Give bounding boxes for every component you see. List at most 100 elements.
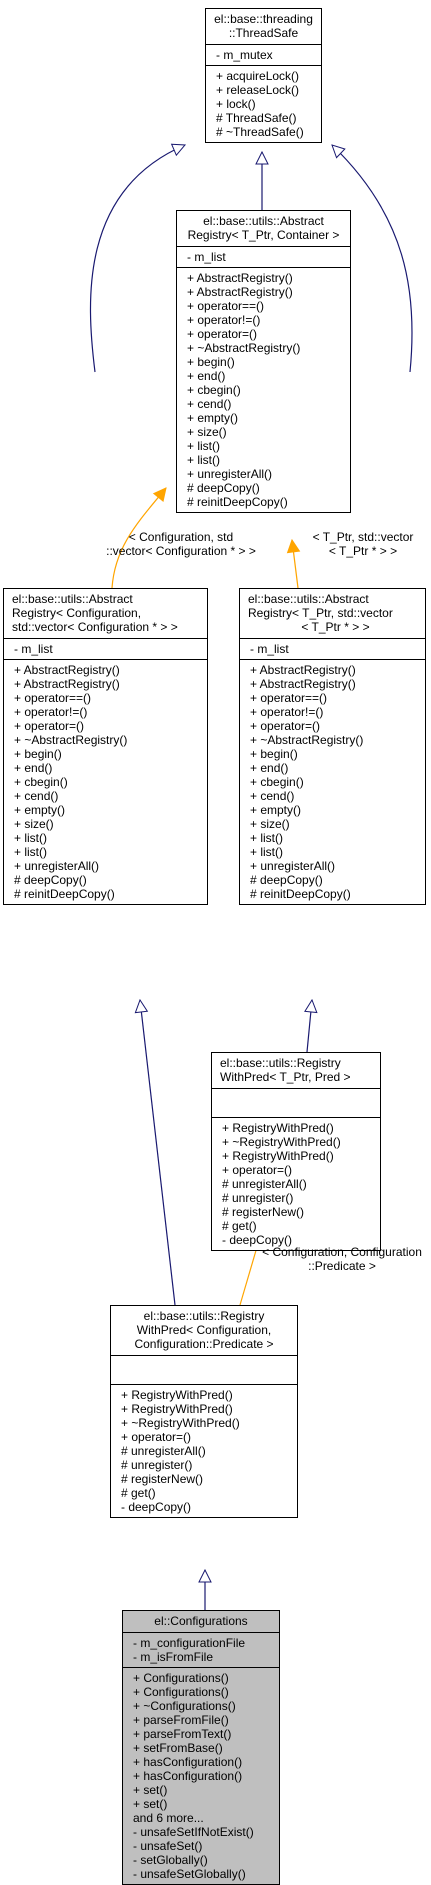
class-title: el::base::utils::Abstract Registry< T_Pt… <box>240 589 425 639</box>
class-attributes: - m_configurationFile - m_isFromFile <box>123 1633 279 1668</box>
method: + AbstractRegistry() <box>14 677 120 691</box>
attribute: - m_mutex <box>216 48 273 62</box>
attribute: - m_configurationFile <box>133 1636 246 1650</box>
class-title: el::base::utils::Registry WithPred< T_Pt… <box>212 1053 380 1089</box>
method: + AbstractRegistry() <box>187 271 293 285</box>
title-line: el::base::utils::Abstract <box>203 214 324 228</box>
method: + AbstractRegistry() <box>250 663 356 677</box>
method: + list() <box>250 831 283 845</box>
method: + set() <box>133 1797 168 1811</box>
method: + begin() <box>14 747 62 761</box>
method: + operator=() <box>250 719 321 733</box>
method: - deepCopy() <box>121 1500 192 1514</box>
template-label-config-vector: < Configuration, std ::vector< Configura… <box>96 530 266 558</box>
class-registry-with-pred-generic[interactable]: el::base::utils::Registry WithPred< T_Pt… <box>211 1052 381 1251</box>
class-attributes-empty <box>212 1089 380 1118</box>
method: # registerNew() <box>121 1472 204 1486</box>
class-title: el::base::threading ::ThreadSafe <box>206 9 321 45</box>
class-registry-with-pred-config[interactable]: el::base::utils::Registry WithPred< Conf… <box>110 1305 298 1518</box>
method: + list() <box>14 831 47 845</box>
title-line: el::base::utils::Registry <box>220 1056 341 1070</box>
method: + AbstractRegistry() <box>14 663 120 677</box>
method: + unregisterAll() <box>14 859 100 873</box>
method: + cbegin() <box>250 775 304 789</box>
edge-config-pred-to-config-registry <box>140 1000 176 1306</box>
method: + RegistryWithPred() <box>121 1388 233 1402</box>
method: + unregisterAll() <box>187 467 273 481</box>
method: + set() <box>133 1783 168 1797</box>
method: + size() <box>187 425 227 439</box>
method: + acquireLock() <box>216 69 300 83</box>
attribute: - m_list <box>14 642 53 656</box>
template-label-tptr-vector: < T_Ptr, std::vector < T_Ptr * > > <box>296 530 430 558</box>
method: + operator!=() <box>250 705 324 719</box>
method: + hasConfiguration() <box>133 1769 243 1783</box>
method: # unregisterAll() <box>222 1177 307 1191</box>
method: + list() <box>14 845 47 859</box>
class-title: el::base::utils::Registry WithPred< Conf… <box>111 1306 297 1356</box>
template-edge-tptr <box>292 540 298 589</box>
method: + operator!=() <box>14 705 88 719</box>
edge-template-to-config-registry <box>110 372 170 550</box>
method: # get() <box>121 1486 156 1500</box>
method: + RegistryWithPred() <box>222 1121 334 1135</box>
label-line: ::vector< Configuration * > > <box>106 544 256 558</box>
class-attributes: - m_list <box>177 247 350 268</box>
edge-generic-pred-to-tptr-registry <box>307 1000 312 1053</box>
method: - deepCopy() <box>222 1233 293 1247</box>
more-methods-link[interactable]: and 6 more... <box>133 1811 204 1825</box>
class-methods: + AbstractRegistry() + AbstractRegistry(… <box>4 660 207 904</box>
method: + operator==() <box>250 691 328 705</box>
class-abstract-registry-generic[interactable]: el::base::utils::Abstract Registry< T_Pt… <box>176 210 351 513</box>
method: + size() <box>250 817 290 831</box>
title-line: Configuration::Predicate > <box>134 1337 274 1351</box>
title-line: Registry< T_Ptr, Container > <box>187 228 340 242</box>
method: + parseFromText() <box>133 1727 232 1741</box>
title-line: el::base::utils::Registry <box>143 1309 265 1323</box>
method: + ~Configurations() <box>133 1699 236 1713</box>
class-methods: + RegistryWithPred() + RegistryWithPred(… <box>111 1385 297 1517</box>
method: + list() <box>187 453 220 467</box>
method: + RegistryWithPred() <box>222 1149 334 1163</box>
class-methods: + Configurations() + Configurations() + … <box>123 1668 279 1884</box>
method: # ~ThreadSafe() <box>216 125 304 139</box>
method: + empty() <box>187 411 239 425</box>
method: - unsafeSet() <box>133 1839 203 1853</box>
class-abstract-registry-tptr[interactable]: el::base::utils::Abstract Registry< T_Pt… <box>239 588 426 905</box>
method: + empty() <box>14 803 66 817</box>
title-line: el::base::utils::Abstract <box>12 592 133 606</box>
method: + begin() <box>187 355 235 369</box>
method: # unregisterAll() <box>121 1444 206 1458</box>
method: # reinitDeepCopy() <box>187 495 288 509</box>
label-line: < T_Ptr, std::vector <box>312 530 414 544</box>
method: + list() <box>187 439 220 453</box>
method: + parseFromFile() <box>133 1713 229 1727</box>
method: + list() <box>250 845 283 859</box>
method: - unsafeSetGlobally() <box>133 1867 246 1881</box>
method: # unregister() <box>121 1458 193 1472</box>
method: + ~AbstractRegistry() <box>187 341 301 355</box>
method: + operator!=() <box>187 313 261 327</box>
method: # reinitDeepCopy() <box>14 887 115 901</box>
class-configurations[interactable]: el::Configurations - m_configurationFile… <box>122 1610 280 1885</box>
method: + ~AbstractRegistry() <box>250 733 364 747</box>
template-edge-config <box>111 488 166 589</box>
class-thread-safe[interactable]: el::base::threading ::ThreadSafe - m_mut… <box>205 8 322 143</box>
method: + operator==() <box>187 299 265 313</box>
class-attributes: - m_mutex <box>206 45 321 66</box>
title-line: WithPred< T_Ptr, Pred > <box>220 1070 351 1084</box>
method: # unregister() <box>222 1191 294 1205</box>
method: + Configurations() <box>133 1671 229 1685</box>
method: + lock() <box>216 97 256 111</box>
method: + operator==() <box>14 691 92 705</box>
method: # ThreadSafe() <box>216 111 297 125</box>
edge-tptr-registry-to-threadsafe <box>332 145 413 373</box>
method: + cend() <box>187 397 232 411</box>
title-line: WithPred< Configuration, <box>136 1323 272 1337</box>
class-abstract-registry-config[interactable]: el::base::utils::Abstract Registry< Conf… <box>3 588 208 905</box>
method: + end() <box>187 369 226 383</box>
method: + ~RegistryWithPred() <box>222 1135 341 1149</box>
title-line: ::ThreadSafe <box>228 26 299 40</box>
attribute: - m_list <box>187 250 226 264</box>
